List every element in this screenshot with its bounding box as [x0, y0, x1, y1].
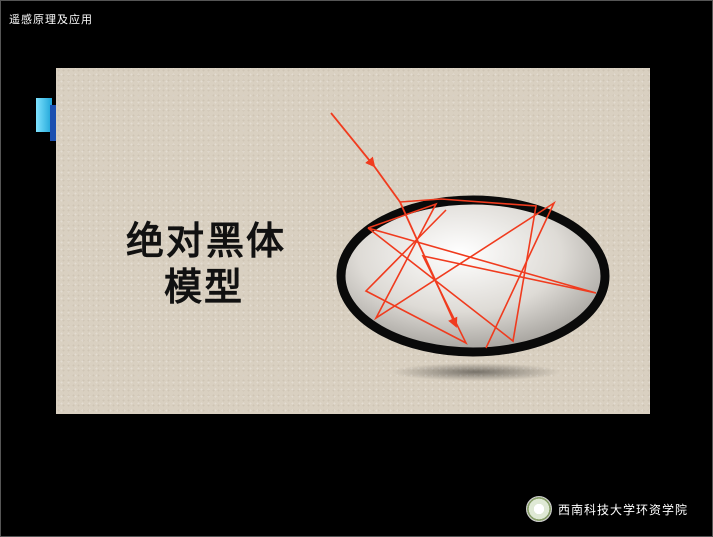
cavity-shadow	[391, 363, 561, 381]
slide-title-line1: 绝对黑体	[126, 219, 287, 263]
institution-name: 西南科技大学环资学院	[558, 502, 689, 517]
incident-ray	[330, 112, 376, 168]
ray-into-cavity	[399, 201, 458, 328]
cavity-ellipse	[336, 195, 610, 357]
slide-title-line2: 模型	[164, 265, 245, 309]
incident-ray-continued	[373, 165, 401, 203]
content-panel: 绝对黑体 模型	[56, 68, 650, 414]
reflected-rays	[364, 198, 597, 349]
footer: 西南科技大学环资学院	[526, 496, 688, 522]
accent-bar-cyan	[36, 98, 52, 132]
accent-bar-blue	[50, 105, 57, 141]
blackbody-cavity-diagram	[330, 112, 610, 381]
university-logo-icon	[526, 496, 552, 522]
course-title: 遥感原理及应用	[9, 13, 93, 26]
